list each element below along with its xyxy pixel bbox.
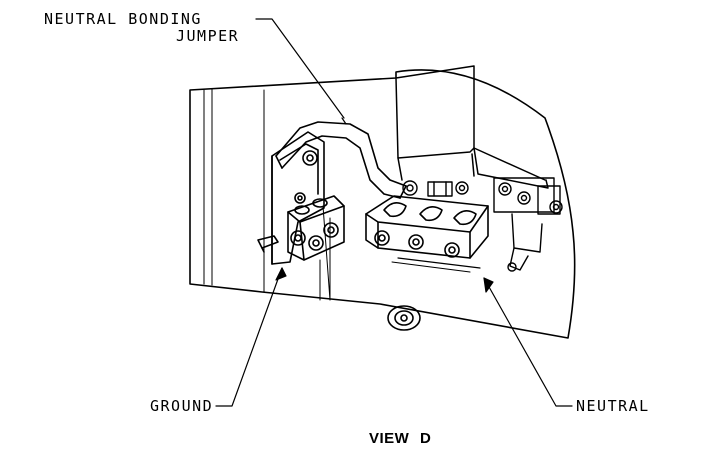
leader-lines xyxy=(215,18,573,407)
view-title: VIEW D xyxy=(369,430,432,447)
neutral-bonding-jumper-label-line2: JUMPER xyxy=(176,27,240,45)
bonding-jumper-leader xyxy=(255,18,345,119)
neutral-leader xyxy=(483,277,573,407)
right-terminal-strip xyxy=(493,177,563,272)
ground-bracket xyxy=(257,131,325,265)
bottom-fitting xyxy=(387,305,421,331)
enclosure-panel xyxy=(189,69,576,339)
neutral-bonding-jumper-label-line1: NEUTRAL BONDING xyxy=(44,10,202,28)
neutral-label: NEUTRAL xyxy=(576,397,650,415)
upper-housing xyxy=(395,65,549,189)
ground-terminal-block xyxy=(287,195,345,261)
housing-screws xyxy=(402,180,469,197)
ground-label: GROUND xyxy=(150,397,214,415)
bonding-jumper-strap xyxy=(275,117,407,199)
neutral-terminal-bar xyxy=(365,195,489,273)
ground-leader xyxy=(215,267,283,407)
